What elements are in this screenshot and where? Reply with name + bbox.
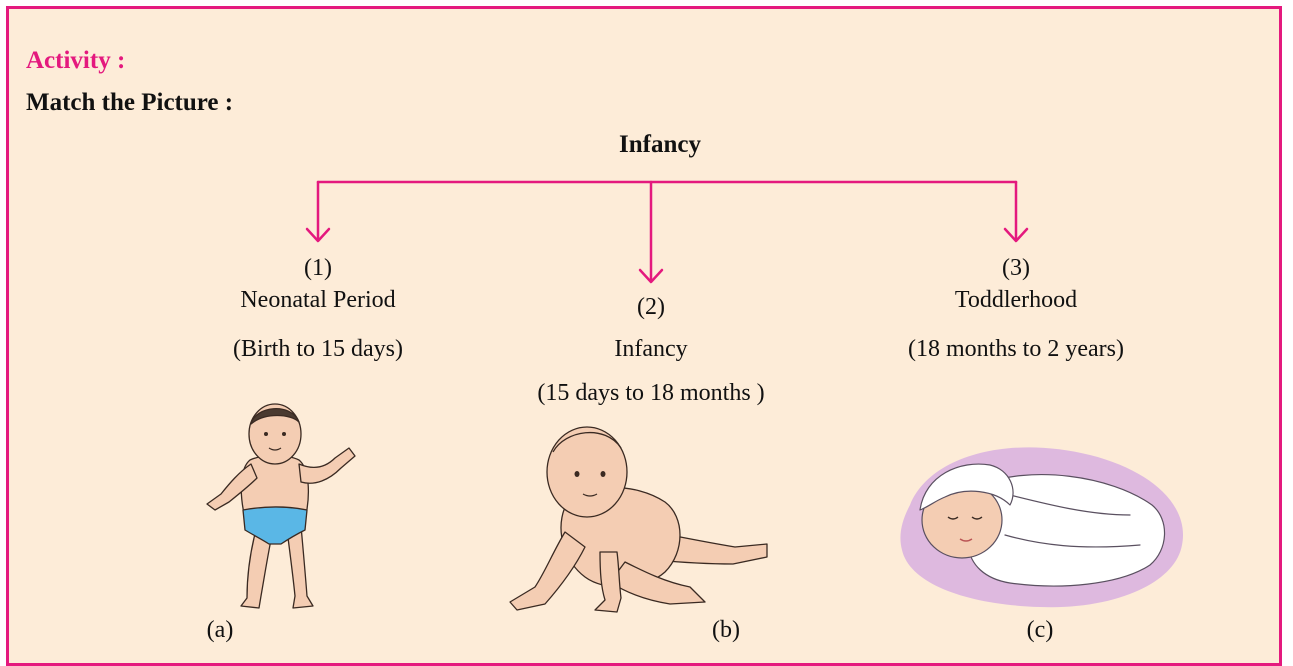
picture-c-label: (c) — [1000, 617, 1080, 644]
stage-3-number: (3) — [916, 255, 1116, 282]
stage-2-number: (2) — [551, 294, 751, 321]
stage-3-range: (18 months to 2 years) — [846, 336, 1186, 363]
picture-b-label: (b) — [686, 617, 766, 644]
standing-baby-illustration — [195, 398, 365, 618]
stage-2-range: (15 days to 18 months ) — [461, 380, 841, 407]
stage-3-name: Toddlerhood — [866, 287, 1166, 314]
stage-1-range: (Birth to 15 days) — [168, 336, 468, 363]
stage-1-name: Neonatal Period — [168, 287, 468, 314]
picture-a-label: (a) — [180, 617, 260, 644]
stage-1-number: (1) — [218, 255, 418, 282]
swaddled-baby-illustration — [890, 435, 1190, 620]
stage-2-name: Infancy — [501, 336, 801, 363]
crawling-baby-illustration — [505, 412, 775, 617]
